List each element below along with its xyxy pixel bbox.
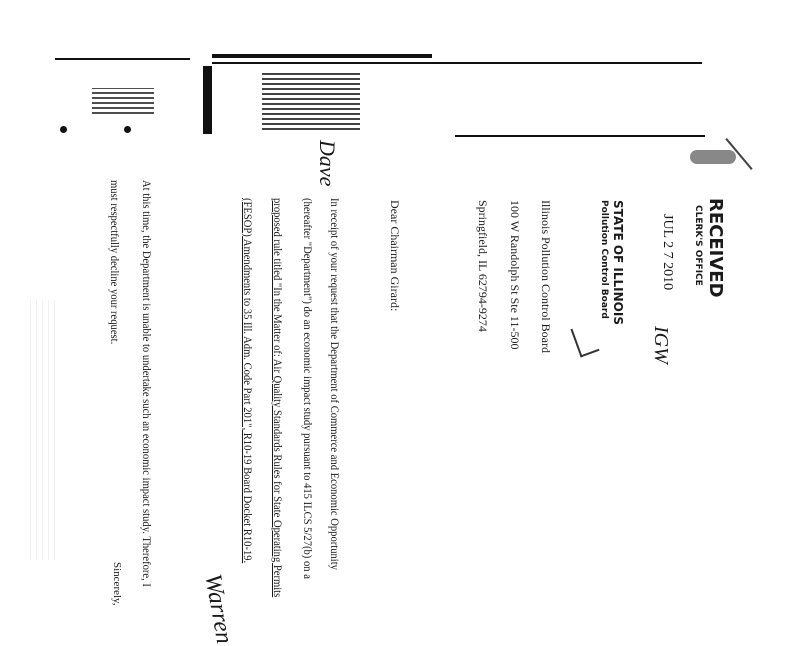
bullet-dot: [60, 126, 67, 133]
address-line-3: Springfield, IL 62794-9274: [476, 200, 490, 332]
body-line-4: (FESOP) Amendments to 35 Ill. Adm. Code …: [241, 198, 253, 564]
top-rule-long: [212, 62, 702, 64]
salutation: Dear Chairman Girard:: [388, 200, 402, 312]
body-line-6: must respectfully decline your request.: [108, 180, 120, 345]
address-line-2: 100 W Randolph St Ste 11-500: [508, 200, 522, 350]
stamp-board: Pollution Control Board: [599, 200, 609, 319]
signature: Warren: [199, 572, 238, 646]
top-rule-left: [55, 58, 190, 60]
paper-clip-icon: [690, 150, 736, 164]
handwritten-pages: IGW: [650, 326, 672, 364]
closing-word: Sincerely,: [111, 562, 123, 606]
bullet-dot: [124, 126, 131, 133]
body-line-1: In receipt of your request that the Depa…: [328, 198, 340, 570]
letterhead-rule-right: [455, 135, 705, 137]
handwritten-initial: Dave: [315, 140, 340, 187]
body-line-3: proposed rule titled "In the Matter of: …: [271, 198, 283, 598]
stamp-date: JUL 2 7 2010: [660, 214, 675, 291]
letterhead-redacted-left: [92, 88, 154, 114]
scan-noise: [30, 300, 60, 560]
stamp-received: RECEIVED: [705, 198, 726, 298]
stamp-clerks-office: CLERK'S OFFICE: [693, 205, 703, 286]
top-rule-thick: [212, 54, 432, 58]
letterhead-redacted-center: [262, 72, 360, 130]
body-line-2: (hereafter "Department") do an economic …: [301, 198, 313, 579]
body-line-5: At this time, the Department is unable t…: [140, 180, 152, 587]
stamp-state: STATE OF ILLINOIS: [611, 200, 625, 325]
letterhead-vertical-bar: [203, 66, 212, 134]
address-line-1: Illinois Pollution Control Board: [539, 200, 553, 354]
handwritten-mark: [570, 322, 600, 358]
